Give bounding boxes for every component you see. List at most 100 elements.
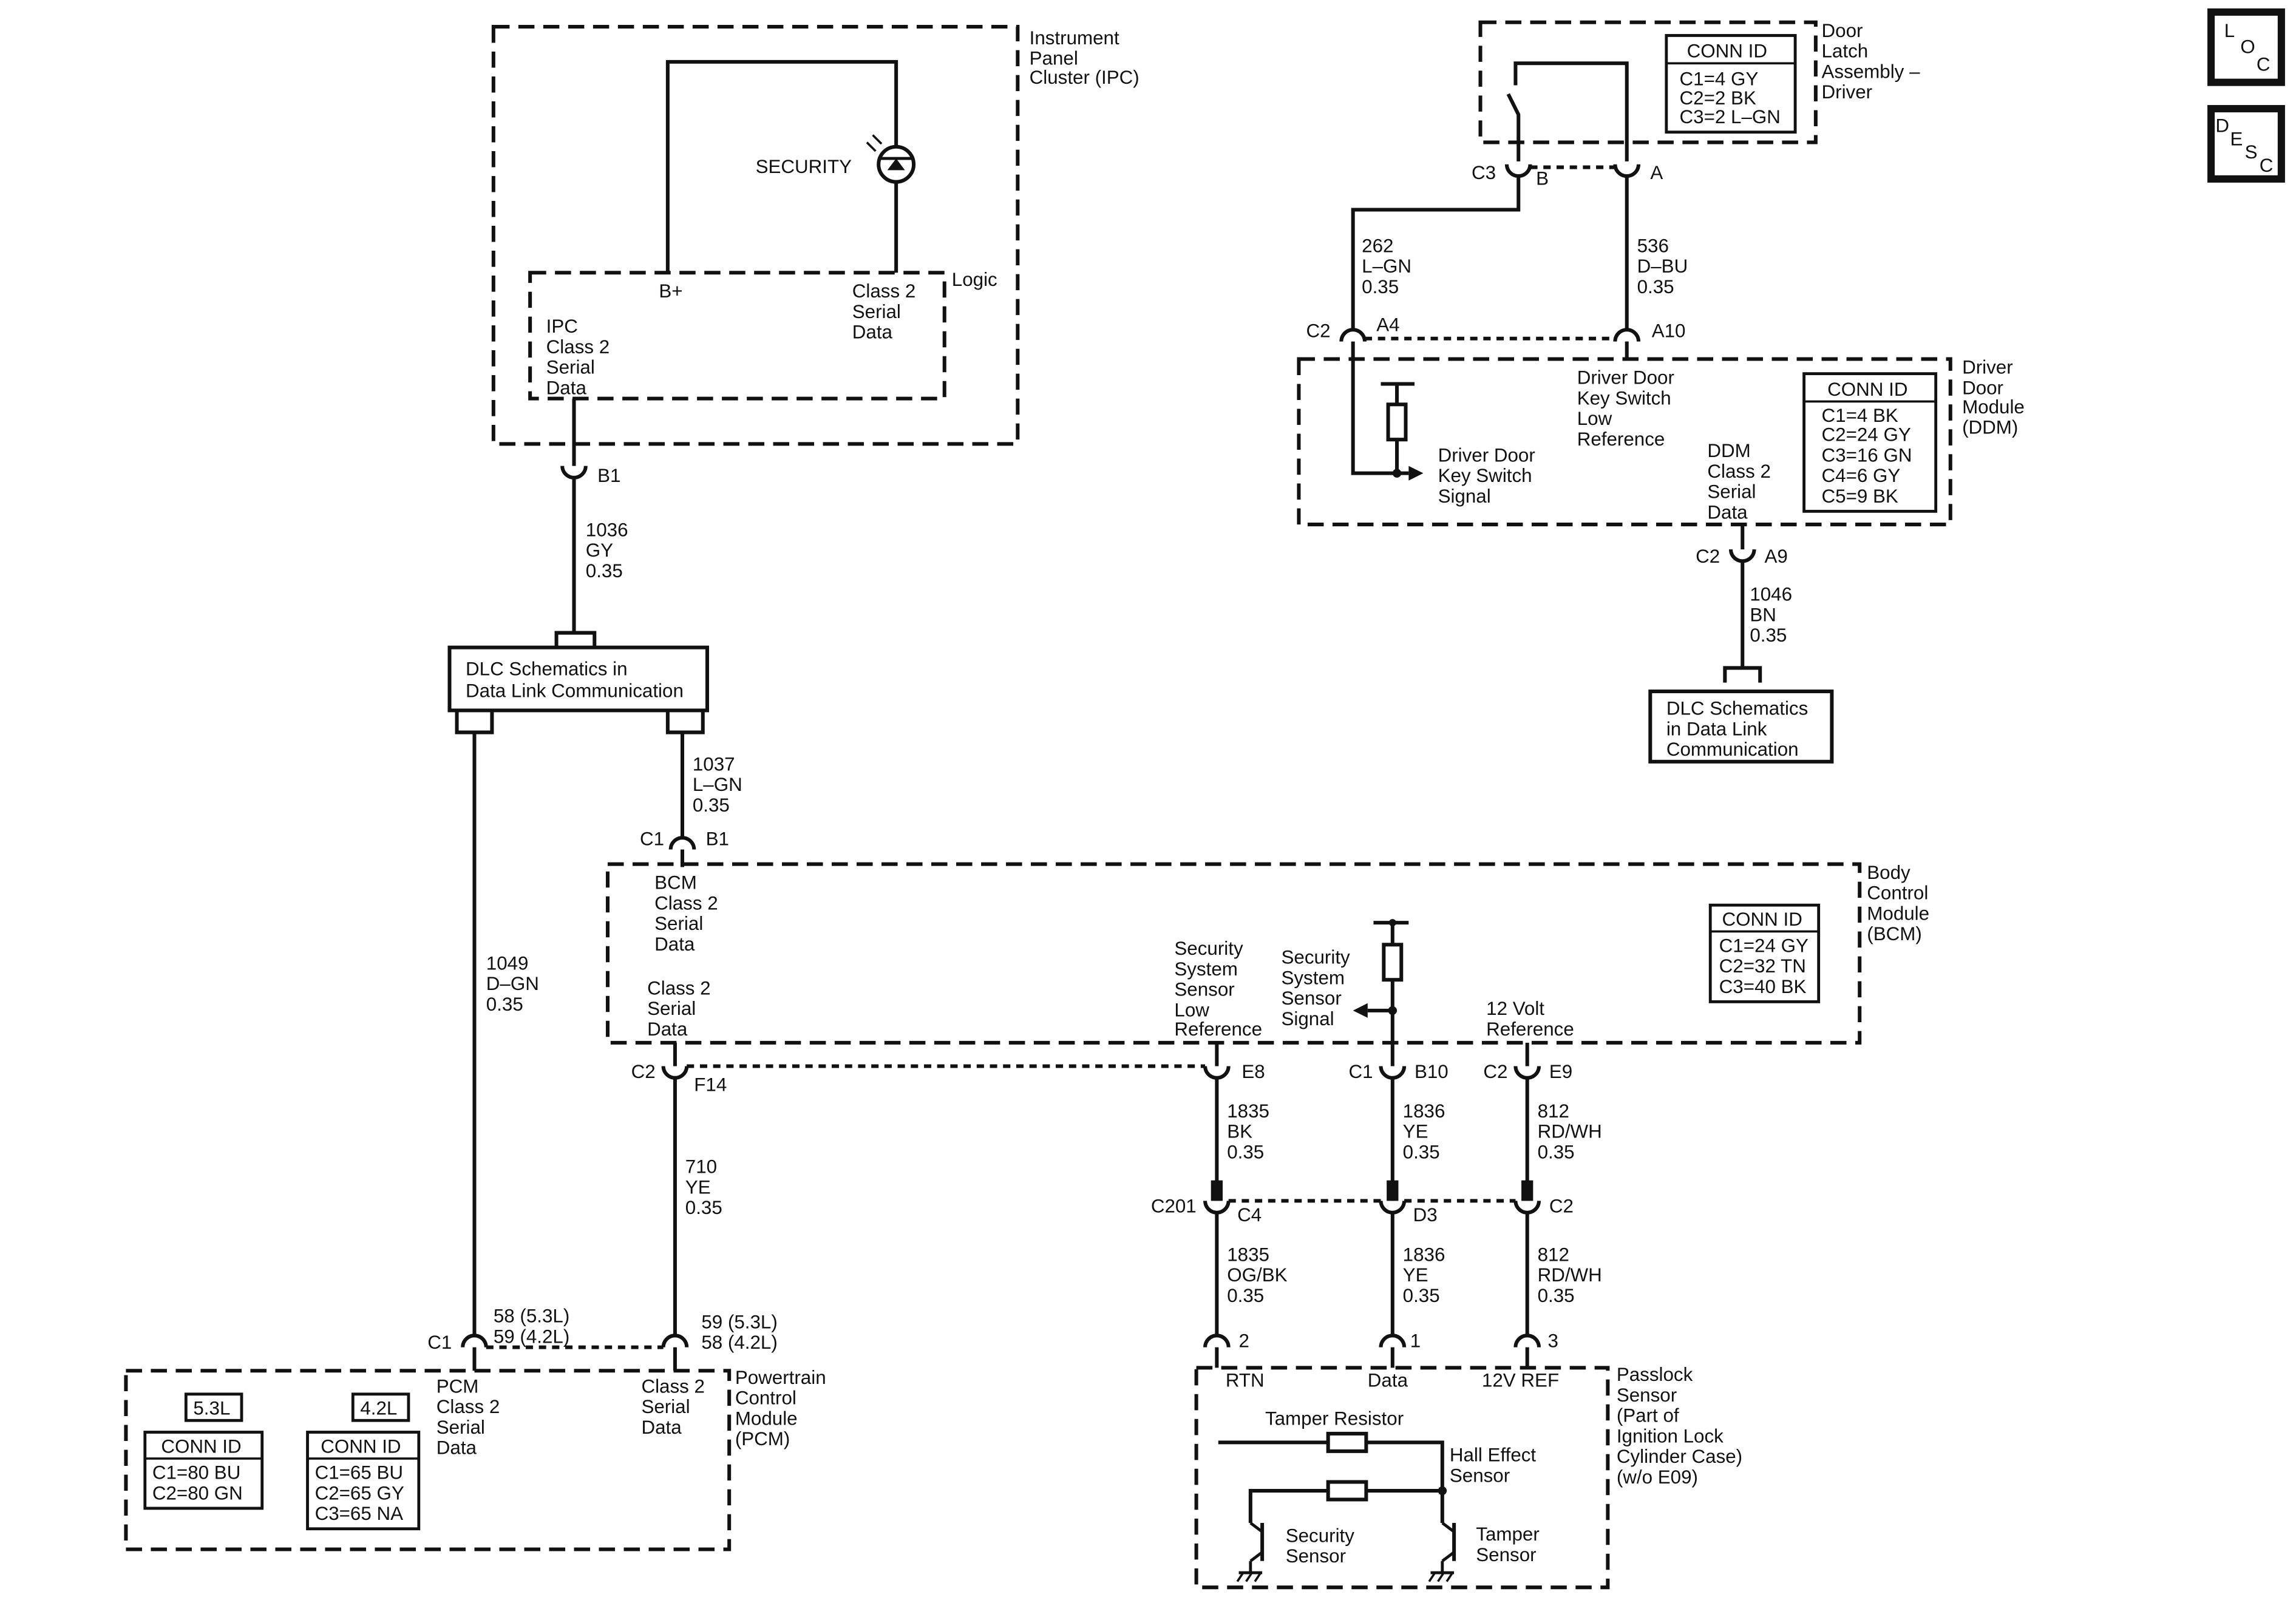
passlock-name: Ignition Lock xyxy=(1617,1425,1724,1446)
wire-710: 0.35 xyxy=(685,1197,722,1218)
conn-id-row: C1=4 GY xyxy=(1680,68,1759,89)
sec-low-ref: Low xyxy=(1174,1000,1209,1021)
dlc-schematics-link[interactable]: DLC Schematics in Data Link Communicatio… xyxy=(1648,666,1834,764)
bcm-name: Control xyxy=(1867,883,1928,904)
pcm-name: Control xyxy=(735,1388,796,1409)
conn-id-row: C1=65 BU xyxy=(315,1462,404,1483)
pin-2: 2 xyxy=(1239,1331,1249,1352)
key-signal: Signal xyxy=(1438,486,1491,507)
pcm-module: Powertrain Control Module (PCM) PCM Clas… xyxy=(124,1367,826,1551)
tamper-resistor-label: Tamper Resistor xyxy=(1265,1408,1404,1429)
ipc-data-label: Data xyxy=(546,377,587,398)
door-latch-name: Assembly – xyxy=(1822,61,1921,82)
ref-12v: 12 Volt xyxy=(1486,998,1544,1019)
key-low-ref: Driver Door xyxy=(1577,367,1674,388)
loc-letter: L xyxy=(2224,20,2235,41)
ddm-module: Driver Door Module (DDM) Driver Door Key… xyxy=(1297,341,2025,527)
wire-1049: 1049 xyxy=(486,952,529,974)
loc-letter: O xyxy=(2240,36,2255,57)
dlc-schematics-link[interactable]: DLC Schematics in Data Link Communicatio… xyxy=(447,631,710,734)
connector-b10-icon xyxy=(1379,1066,1407,1080)
tamper-sensor-label: Tamper xyxy=(1476,1524,1540,1545)
sec-signal: Signal xyxy=(1281,1008,1334,1029)
wire-1836: 1836 xyxy=(1403,1244,1445,1265)
pcm-name: (PCM) xyxy=(735,1428,790,1449)
ipc-data-label: Serial xyxy=(546,357,595,378)
desc-letter: D xyxy=(2215,115,2229,137)
connector-icon xyxy=(661,1334,689,1348)
wire-1835: 1835 xyxy=(1227,1244,1269,1265)
key-low-ref: Low xyxy=(1577,408,1612,429)
pin-c4: C4 xyxy=(1237,1204,1262,1225)
bcm-data-label: Class 2 xyxy=(654,892,718,914)
pin-a: A xyxy=(1650,162,1663,183)
pcm-data-label: Serial xyxy=(436,1417,485,1438)
connector-c201-icon xyxy=(1203,1201,1231,1215)
ddm-data-label: Class 2 xyxy=(1707,461,1771,482)
connector-c2-icon xyxy=(1513,1201,1541,1215)
sec-low-ref: Sensor xyxy=(1174,979,1234,1000)
wire-1036: 0.35 xyxy=(586,560,623,581)
ddm-name: (DDM) xyxy=(1962,417,2018,438)
security-lamp-icon xyxy=(866,134,916,184)
connector-c201: C201 xyxy=(1151,1196,1197,1217)
resistor-icon xyxy=(1386,402,1408,442)
wire-1835: 0.35 xyxy=(1227,1141,1264,1162)
wire-710: YE xyxy=(685,1176,711,1198)
dlc-label: Communication xyxy=(1666,739,1799,760)
pin-c3: C3 xyxy=(1472,162,1496,183)
hall-effect-label: Hall Effect xyxy=(1450,1445,1537,1466)
pin-e8: E8 xyxy=(1241,1061,1265,1082)
passlock-name: (Part of xyxy=(1617,1405,1679,1426)
connector-c1-icon xyxy=(461,1334,488,1348)
wire-262: 0.35 xyxy=(1362,276,1399,297)
pin-b: B xyxy=(1536,168,1549,189)
ddm-name: Door xyxy=(1962,377,2003,398)
pin-c1: C1 xyxy=(427,1332,452,1353)
connector-a4-icon xyxy=(1339,328,1367,342)
sec-signal: System xyxy=(1281,967,1345,988)
security-sensor-icon xyxy=(1236,1522,1265,1582)
key-signal: Key Switch xyxy=(1438,465,1532,486)
wire-1836: 1836 xyxy=(1403,1100,1445,1122)
resistor-icon xyxy=(1326,1480,1368,1502)
desc-letter: E xyxy=(2230,128,2243,149)
ddm-data-label: Data xyxy=(1707,501,1748,523)
wire-812: 0.35 xyxy=(1538,1141,1575,1162)
bplus-label: B+ xyxy=(659,280,682,302)
wire-710: 710 xyxy=(685,1156,717,1178)
security-label: SECURITY xyxy=(756,156,852,177)
conn-id-row: C3=16 GN xyxy=(1822,444,1912,466)
pcm-class2-label: Serial xyxy=(641,1396,690,1417)
pin-c2: C2 xyxy=(631,1061,656,1082)
connector-e9-icon xyxy=(1513,1066,1541,1080)
ipc-name: Instrument xyxy=(1030,27,1119,49)
wire-1835: 0.35 xyxy=(1227,1285,1264,1306)
connector-a10-icon xyxy=(1613,328,1641,342)
loc-button[interactable]: L O C xyxy=(2207,8,2285,86)
pcm-class2-label: Data xyxy=(641,1417,682,1438)
wire-1836: 0.35 xyxy=(1403,1141,1440,1162)
conn-id-row: C5=9 BK xyxy=(1822,486,1898,507)
dlc-label: DLC Schematics in xyxy=(466,659,628,680)
connector-pin3-icon xyxy=(1513,1334,1541,1348)
desc-button[interactable]: D E S C xyxy=(2207,105,2285,183)
ddm-data-label: DDM xyxy=(1707,440,1750,461)
conn-id-title: CONN ID xyxy=(1827,379,1907,400)
pin-c2: C2 xyxy=(1696,546,1720,567)
conn-id-row: C1=24 GY xyxy=(1719,935,1809,956)
pcm-pin-left: 58 (5.3L) xyxy=(494,1306,569,1327)
pcm-class2-label: Class 2 xyxy=(641,1375,705,1397)
passlock-sensor: Passlock Sensor (Part of Ignition Lock C… xyxy=(1194,1364,1742,1590)
dlc-label: in Data Link xyxy=(1666,718,1767,739)
pin-b1: B1 xyxy=(706,828,729,849)
wire-812: RD/WH xyxy=(1538,1121,1602,1142)
wire-262: 262 xyxy=(1362,235,1393,256)
ipc-class2-label: Serial xyxy=(852,301,901,322)
door-latch-name: Driver xyxy=(1822,81,1873,103)
bcm-class2-label: Serial xyxy=(647,998,696,1019)
passlock-name: Passlock xyxy=(1617,1364,1693,1385)
loc-letter: C xyxy=(2257,53,2271,75)
wire-1836: YE xyxy=(1403,1121,1428,1142)
